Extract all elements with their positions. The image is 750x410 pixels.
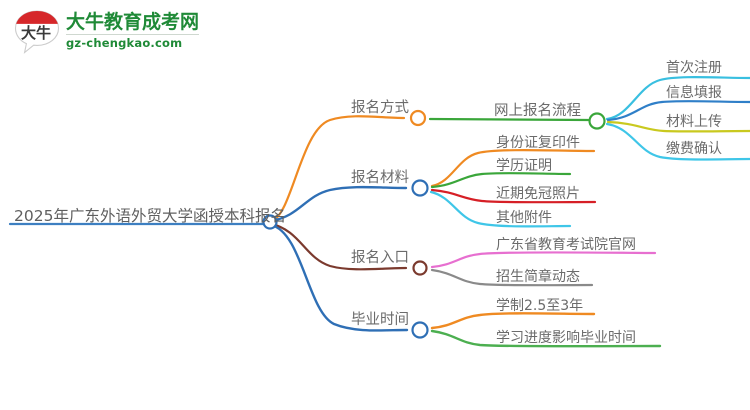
leaf-label-shoucizhuce[interactable]: 首次注册 bbox=[666, 60, 722, 76]
node-baomingcailiao bbox=[411, 179, 429, 197]
branch-label-baomingfangshi[interactable]: 报名方式 bbox=[351, 100, 409, 116]
link-root-to-biyeshijian bbox=[269, 223, 409, 332]
child-label-wangshangbaomingliucheng[interactable]: 网上报名流程 bbox=[494, 103, 581, 119]
link-cailiao-to-xuelizhengming bbox=[430, 172, 572, 189]
leaf-label-guangdongkaoshiyuanguanwang[interactable]: 广东省教育考试院官网 bbox=[496, 237, 636, 253]
link-root-to-baomingcailiao bbox=[269, 185, 408, 223]
link-liucheng-to-shoucizhuce bbox=[605, 76, 750, 121]
node-wangshangbaomingliucheng bbox=[588, 112, 606, 130]
link-biye-to-jindu bbox=[430, 329, 662, 348]
link-liucheng-to-jiaofeiqueren bbox=[605, 122, 750, 161]
leaf-label-xinxitianbao[interactable]: 信息填报 bbox=[666, 85, 722, 101]
link-root-to-baomingfangshi bbox=[268, 115, 406, 224]
logo-website-url: gz-chengkao.com bbox=[66, 36, 183, 50]
link-root-to-baomingrukou bbox=[269, 222, 408, 271]
leaf-label-xuezhi25zhi3nian[interactable]: 学制2.5至3年 bbox=[496, 298, 584, 314]
leaf-label-shenfenzhengfuyinjian[interactable]: 身份证复印件 bbox=[496, 135, 580, 151]
link-rukou-to-guanwang bbox=[430, 251, 657, 269]
leaf-label-jiaofeiqueren[interactable]: 缴费确认 bbox=[666, 141, 722, 157]
logo-divider bbox=[66, 34, 199, 35]
leaf-label-cailiaoshangchuan[interactable]: 材料上传 bbox=[666, 114, 722, 130]
leaf-label-zhaoshengjianzhangdongtai[interactable]: 招生简章动态 bbox=[496, 269, 580, 285]
leaf-label-xuelizhengming[interactable]: 学历证明 bbox=[496, 158, 552, 174]
branch-label-baomingcailiao[interactable]: 报名材料 bbox=[351, 170, 409, 186]
logo-text-block: 大牛教育成考网 gz-chengkao.com bbox=[66, 11, 201, 50]
link-fangshi-to-wangshangliucheng bbox=[428, 117, 590, 122]
link-rukou-to-jianzhangdongtai bbox=[430, 268, 594, 287]
link-cailiao-to-shenfenzheng bbox=[430, 149, 596, 188]
node-biyeshijian bbox=[411, 321, 429, 339]
svg-text:大牛: 大牛 bbox=[21, 24, 51, 42]
link-liucheng-to-cailiaoshangchuan bbox=[606, 120, 750, 133]
node-baomingfangshi bbox=[409, 109, 427, 127]
branch-label-baomingrukou[interactable]: 报名入口 bbox=[351, 250, 409, 266]
site-logo[interactable]: 大牛 大牛教育成考网 gz-chengkao.com bbox=[14, 8, 199, 60]
node-root bbox=[262, 214, 278, 230]
branch-label-biyeshijian[interactable]: 毕业时间 bbox=[351, 312, 409, 328]
link-cailiao-to-qitafujian bbox=[429, 190, 572, 228]
logo-brand-name: 大牛教育成考网 bbox=[66, 11, 200, 33]
link-biye-to-xuezhi bbox=[430, 312, 596, 330]
daniu-speech-bubble-icon: 大牛 bbox=[14, 10, 60, 54]
root-label[interactable]: 2025年广东外语外贸大学函授本科报名 bbox=[14, 207, 286, 225]
leaf-label-jinqimianguanzhaopian[interactable]: 近期免冠照片 bbox=[496, 186, 580, 202]
leaf-label-qitafujian[interactable]: 其他附件 bbox=[496, 210, 552, 226]
leaf-label-xuexijinduyingxiangbiyeshijian[interactable]: 学习进度影响毕业时间 bbox=[496, 330, 636, 346]
link-liucheng-to-xinxitianbao bbox=[606, 100, 750, 122]
node-baomingrukou bbox=[412, 260, 428, 276]
link-cailiao-to-mianguanzhaopian bbox=[430, 188, 597, 204]
